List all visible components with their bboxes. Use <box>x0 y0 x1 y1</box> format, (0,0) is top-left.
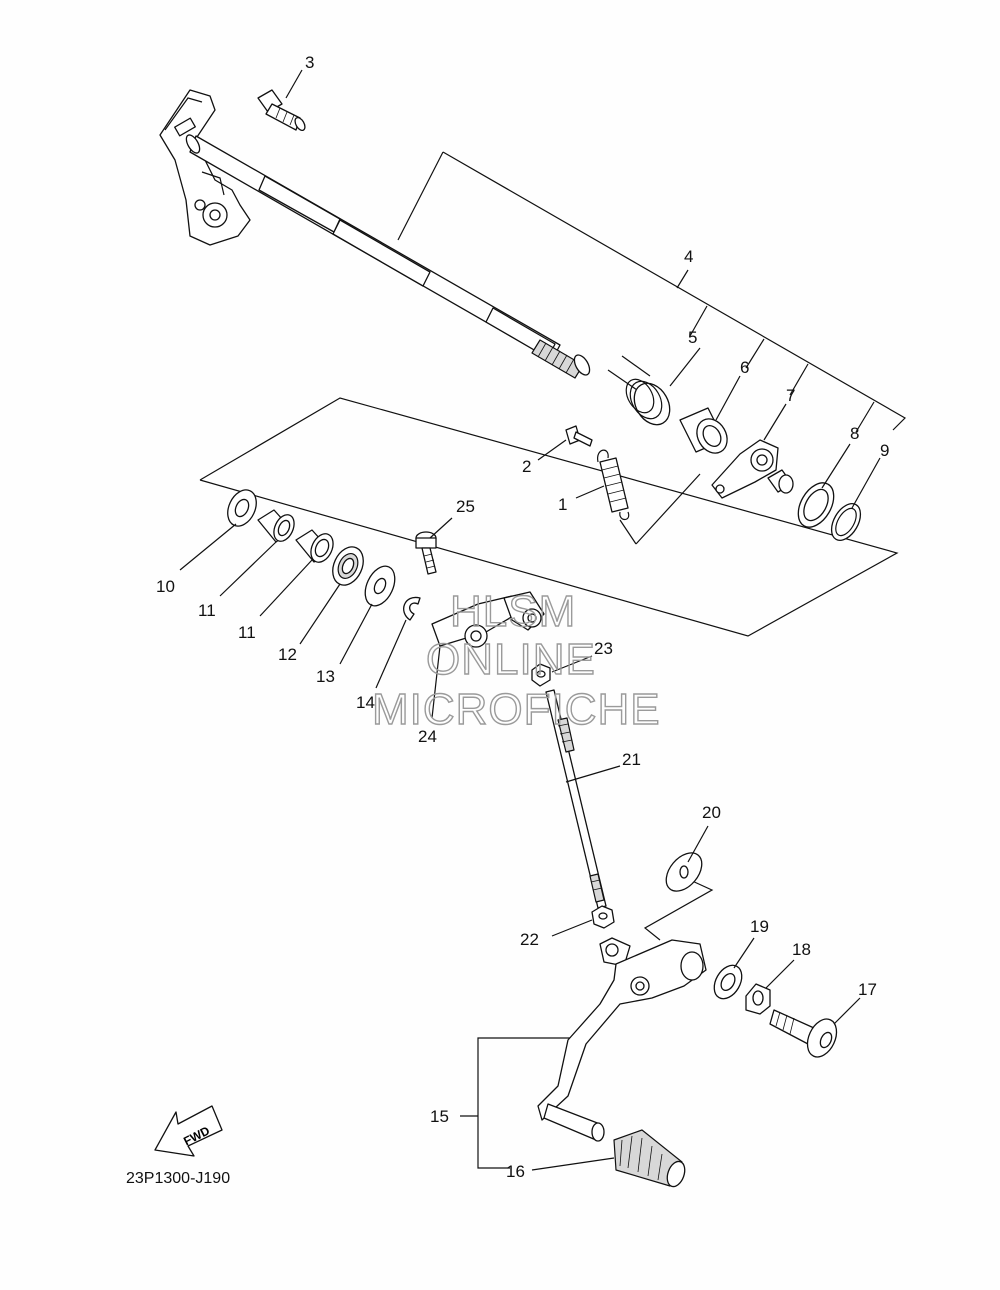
callout-10[interactable]: 10 <box>156 577 175 596</box>
callout-17[interactable]: 17 <box>858 980 877 999</box>
part-15-shift-pedal <box>537 937 707 1142</box>
diagram-code: 23P1300-J190 <box>126 1170 230 1187</box>
callout-numbers: 3 4 5 6 7 8 9 2 1 25 10 11 11 12 13 14 2… <box>156 53 889 1181</box>
part-22-nut <box>591 905 615 929</box>
part-19-washer <box>713 964 743 1000</box>
part-3-bolt <box>257 89 306 132</box>
callout-8[interactable]: 8 <box>850 424 859 443</box>
watermark-line-3: MICROFICHE <box>372 685 661 734</box>
part-16-pedal-rubber <box>613 1129 686 1188</box>
callout-9[interactable]: 9 <box>880 441 889 460</box>
part-25-bolt <box>415 531 437 575</box>
part-2-bolt <box>565 425 593 447</box>
callout-3[interactable]: 3 <box>305 53 314 72</box>
part-6-collar <box>679 407 728 454</box>
watermark-line-1: HLSM <box>450 587 576 636</box>
watermark: HLSM ONLINE MICROFICHE <box>371 586 661 734</box>
shift-shaft <box>159 89 591 379</box>
callout-12[interactable]: 12 <box>278 645 297 664</box>
part-17-pivot-bolt <box>769 1009 838 1058</box>
callout-6[interactable]: 6 <box>740 358 749 377</box>
leader-lines <box>179 69 881 1171</box>
callout-23[interactable]: 23 <box>594 639 613 658</box>
callout-5[interactable]: 5 <box>688 328 697 347</box>
part-20-washer <box>665 852 703 892</box>
callout-21[interactable]: 21 <box>622 750 641 769</box>
callout-4[interactable]: 4 <box>684 247 693 266</box>
group-outlines <box>199 151 906 1169</box>
part-7-stopper-lever <box>711 439 794 499</box>
part-12-bearing <box>332 546 364 586</box>
part-13-washer <box>364 565 396 607</box>
callout-20[interactable]: 20 <box>702 803 721 822</box>
part-14-eclip <box>403 596 421 621</box>
callout-7[interactable]: 7 <box>786 386 795 405</box>
part-18-nut <box>745 983 771 1015</box>
part-8-washer <box>797 482 835 528</box>
part-21-shift-rod <box>545 689 607 909</box>
watermark-line-2: ONLINE <box>426 635 596 684</box>
callout-19[interactable]: 19 <box>750 917 769 936</box>
callout-22[interactable]: 22 <box>520 930 539 949</box>
callout-24[interactable]: 24 <box>418 727 437 746</box>
part-23-nut <box>531 663 551 687</box>
fwd-arrow-icon: FWD <box>154 1105 223 1157</box>
part-9-circlip <box>830 503 862 541</box>
callout-25[interactable]: 25 <box>456 497 475 516</box>
callout-15[interactable]: 15 <box>430 1107 449 1126</box>
callout-1[interactable]: 1 <box>558 495 567 514</box>
callout-11a[interactable]: 11 <box>198 601 216 620</box>
part-24-shift-arm <box>431 591 545 648</box>
part-11-bushing-a <box>257 509 295 543</box>
callout-13[interactable]: 13 <box>316 667 335 686</box>
callout-16[interactable]: 16 <box>506 1162 525 1181</box>
callout-14[interactable]: 14 <box>356 693 375 712</box>
part-1-spring <box>597 449 630 521</box>
part-5-torsion-spring <box>607 355 671 426</box>
callout-18[interactable]: 18 <box>792 940 811 959</box>
callout-2[interactable]: 2 <box>522 457 531 476</box>
part-10-washer <box>227 489 257 527</box>
callout-11b[interactable]: 11 <box>238 623 256 642</box>
part-11-bushing-b <box>295 529 334 563</box>
